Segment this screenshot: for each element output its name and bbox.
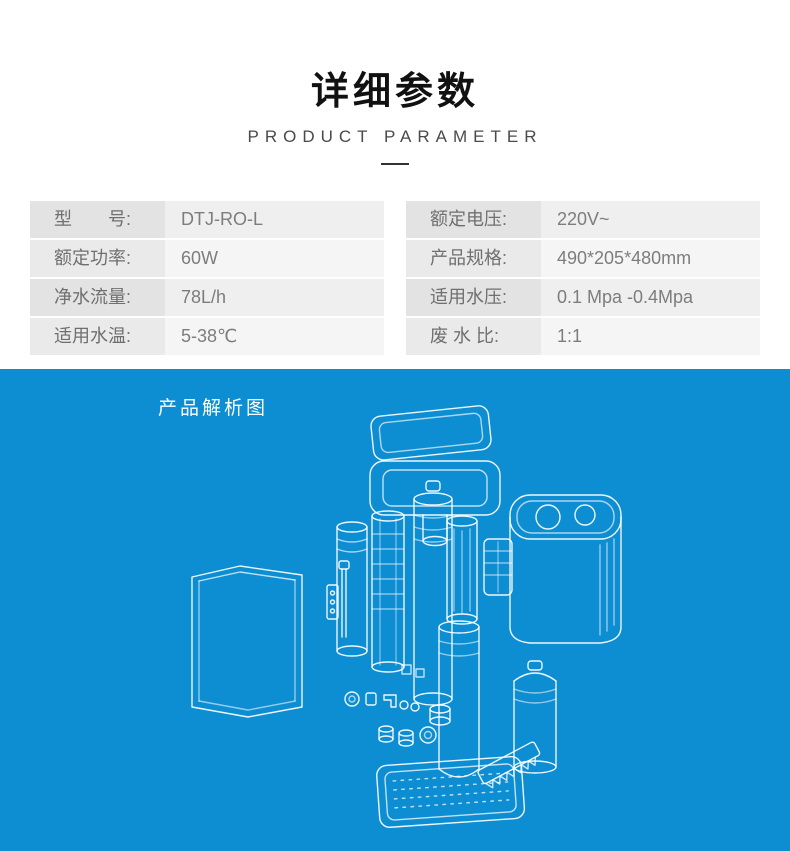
spec-row-flow: 净水流量: 78L/h	[30, 279, 384, 316]
spec-label: 额定功率:	[30, 240, 165, 277]
bracket-rod	[326, 560, 350, 638]
diagram-heading: 产品解析图	[158, 398, 269, 419]
spec-row-temp: 适用水温: 5-38℃	[30, 318, 384, 355]
spec-label: 净水流量:	[30, 279, 165, 316]
spec-value: 0.1 Mpa -0.4Mpa	[541, 279, 760, 316]
base-tray	[376, 755, 526, 828]
spec-label: 适用水压:	[406, 279, 541, 316]
product-diagram-section: 产品解析图	[0, 369, 790, 851]
spec-table-left: 型 号: DTJ-RO-L 额定功率: 60W 净水流量: 78L/h 适用水温…	[30, 201, 384, 357]
spec-value: 78L/h	[165, 279, 384, 316]
filter-cartridge-long	[438, 620, 480, 778]
spec-value: 1:1	[541, 318, 760, 355]
top-cover-frame	[369, 460, 501, 516]
spec-value: DTJ-RO-L	[165, 201, 384, 238]
spec-label: 废 水 比:	[406, 318, 541, 355]
spec-row-pressure: 适用水压: 0.1 Mpa -0.4Mpa	[406, 279, 760, 316]
spec-label: 型 号:	[30, 201, 165, 238]
filter-cartridge-grid	[371, 510, 405, 673]
filter-cartridge-left	[336, 521, 368, 657]
small-parts	[344, 664, 451, 747]
spec-value: 60W	[165, 240, 384, 277]
storage-tank	[509, 494, 622, 644]
spec-value: 490*205*480mm	[541, 240, 760, 277]
perforated-box	[483, 538, 513, 596]
spec-value: 5-38℃	[165, 318, 384, 355]
page-header: 详细参数 PRODUCT PARAMETER	[0, 0, 790, 165]
housing-shell	[191, 565, 303, 718]
spec-label: 产品规格:	[406, 240, 541, 277]
spec-row-voltage: 额定电压: 220V~	[406, 201, 760, 238]
spec-row-model: 型 号: DTJ-RO-L	[30, 201, 384, 238]
spec-row-waste-ratio: 废 水 比: 1:1	[406, 318, 760, 355]
spec-table-right: 额定电压: 220V~ 产品规格: 490*205*480mm 适用水压: 0.…	[406, 201, 760, 357]
filter-cartridge-central	[413, 480, 453, 706]
spec-label: 适用水温:	[30, 318, 165, 355]
title-divider	[381, 163, 409, 165]
spec-label: 额定电压:	[406, 201, 541, 238]
filter-right-lower	[513, 660, 557, 774]
lid	[370, 405, 492, 461]
filter-cartridge-slotted	[446, 515, 478, 625]
page-title: 详细参数	[310, 71, 479, 113]
spec-row-power: 额定功率: 60W	[30, 240, 384, 277]
exploded-view-diagram	[191, 405, 622, 828]
spec-value: 220V~	[541, 201, 760, 238]
spec-row-size: 产品规格: 490*205*480mm	[406, 240, 760, 277]
page-subtitle: PRODUCT PARAMETER	[247, 127, 543, 146]
spec-table: 型 号: DTJ-RO-L 额定功率: 60W 净水流量: 78L/h 适用水温…	[30, 201, 760, 357]
